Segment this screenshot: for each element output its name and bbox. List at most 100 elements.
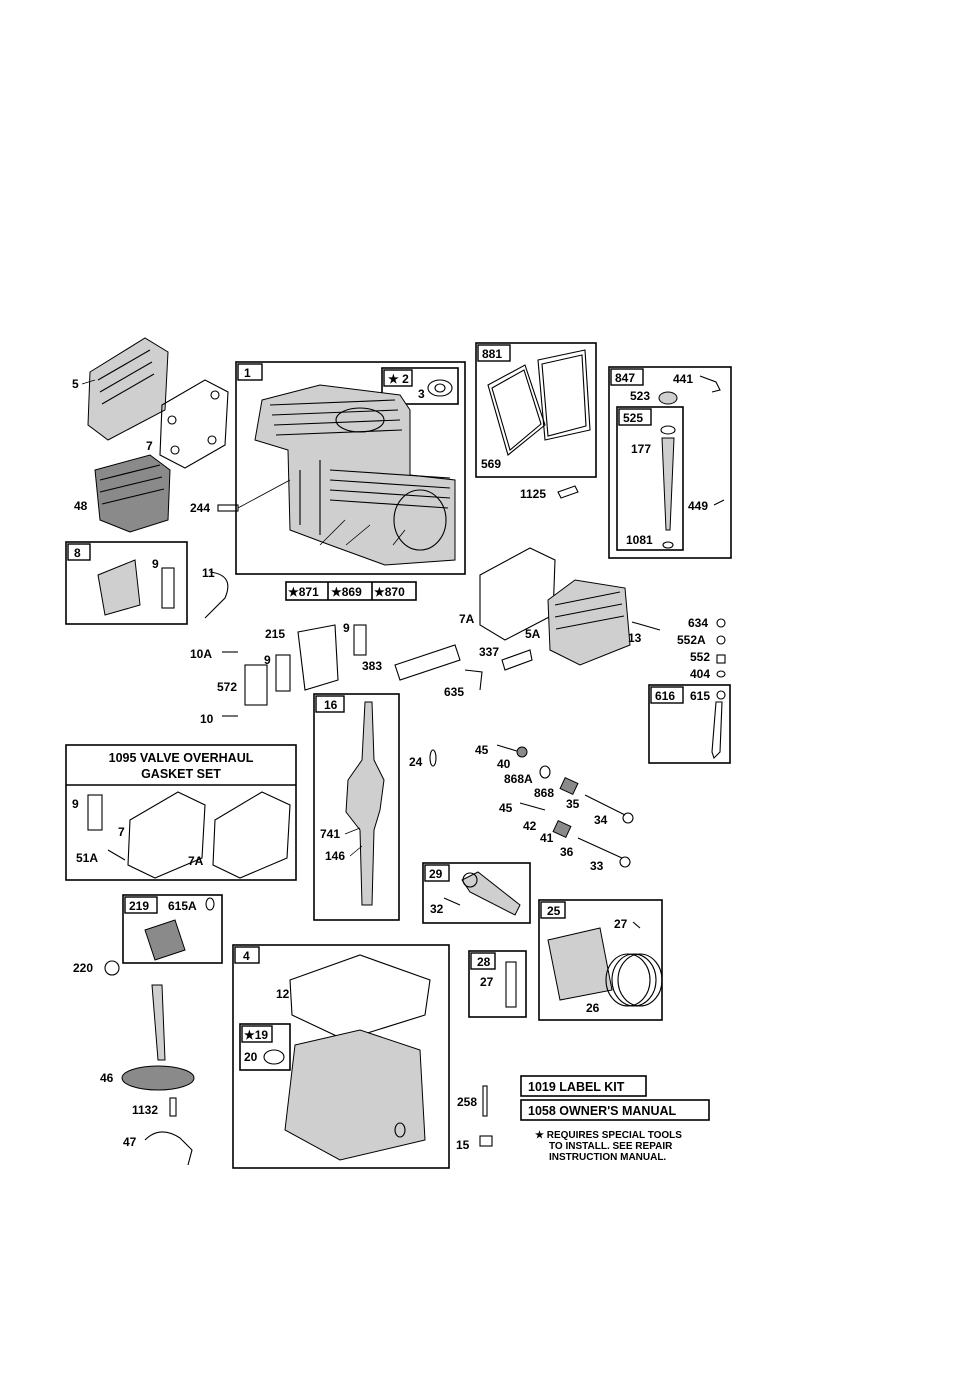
part-36-label: 36 [560,845,574,859]
part-45b-label: 45 [499,801,513,815]
spark-plug-parts: 634 552A 552 404 [677,616,726,681]
stud-258-icon: 258 15 [456,1085,493,1152]
sump-gasket-icon [289,954,431,1041]
part-27b-label: 27 [480,975,494,989]
part-13-label: 13 [628,631,642,645]
box-4-label: 4 [243,949,250,963]
sump-icon [284,1029,426,1161]
owners-manual-text: 1058 OWNER'S MANUAL [528,1104,676,1118]
owners-manual-box: 1058 OWNER'S MANUAL [520,1099,710,1121]
footnote-line-3: INSTRUCTION MANUAL. [549,1152,666,1163]
box-881-label: 881 [482,347,502,361]
governor-gear-icon [144,919,186,961]
part-12-label: 12 [276,987,290,1001]
screw-1125-icon: 1125 [520,485,579,501]
governor-box-219: 219 615A [122,894,223,964]
part-441-label: 441 [673,372,693,386]
connecting-rod-box-29: 29 32 [422,862,531,924]
pin-box-28: 28 27 [468,950,527,1018]
special-tools-footnote: ★ REQUIRES SPECIAL TOOLS TO INSTALL. SEE… [535,1130,682,1163]
part-26-label: 26 [586,1001,600,1015]
part-40-label: 40 [497,757,511,771]
sump-box-4: 4 12 ★19 20 [232,944,450,1169]
part-9c-label: 9 [264,653,271,667]
crankshaft-box-16: 16 741 146 [313,693,400,921]
pushrod-icon [711,701,723,760]
part-146-label: 146 [325,849,345,863]
seal-icon [427,379,453,397]
part-634-label: 634 [688,616,708,630]
part-42-label: 42 [523,819,537,833]
footnote-line-1: ★ REQUIRES SPECIAL TOOLS [535,1130,682,1141]
part-32-label: 32 [430,902,444,916]
part-11-label: 11 [202,566,215,580]
cylinder-block-icon [254,384,456,566]
box-870-label: ★870 [374,585,405,599]
part-741-label: 741 [320,827,340,841]
part-20-label: 20 [244,1050,258,1064]
part-47-label: 47 [123,1135,137,1149]
part-523-label: 523 [630,389,650,403]
part-7a2-label: 7A [188,854,204,868]
part-244-label: 244 [190,501,210,515]
part-5-label: 5 [72,377,79,391]
valve-gasket-set-box: 1095 VALVE OVERHAUL GASKET SET 9 7 51A 7… [65,744,297,881]
part-35-label: 35 [566,797,580,811]
piston-box-25: 25 27 26 [538,899,663,1021]
dipstick-box-847: 847 441 523 525 177 1081 449 [608,366,732,559]
part-48-label: 48 [74,499,88,513]
part-1125-label: 1125 [520,487,546,501]
tube-383-icon: 383 [362,644,461,681]
box-29-label: 29 [429,867,443,881]
box-1-label: 1 [244,366,251,380]
connecting-rod-icon [461,871,521,916]
part-46-label: 46 [100,1071,114,1085]
box-2-label: ★ 2 [388,372,409,386]
part-337-label: 337 [479,645,499,659]
part-615-label: 615 [690,689,710,703]
part-7b-label: 7 [118,825,125,839]
label-kit-box: 1019 LABEL KIT [520,1075,647,1097]
screw-10a-icon: 10A [190,647,238,661]
dipstick-tube-icon [661,437,675,531]
part-33-label: 33 [590,859,604,873]
dowel-pin-icon: 244 [190,479,291,515]
star-part-boxes: ★871 ★869 ★870 [285,581,417,601]
head-bolt-icon: 13 [628,621,661,645]
part-552a-label: 552A [677,633,706,647]
valve-train-parts: 45 40 868A 868 35 34 45 42 41 36 33 [475,743,634,873]
head-gasket-7a-icon: 7A [459,547,556,641]
box-525-label: 525 [623,411,643,425]
gasket-icon [487,364,546,456]
box-869-label: ★869 [331,585,362,599]
part-3-label: 3 [418,387,425,401]
cylinder-assembly-box: 1 ★ 2 3 [235,361,466,575]
part-9d-label: 9 [72,797,79,811]
camshaft-icon: 46 1132 47 [100,984,195,1166]
piston-pin-icon [505,961,517,1008]
breather-icon [97,559,141,616]
part-615a-label: 615A [168,899,197,913]
box-25-label: 25 [547,904,561,918]
footnote-line-2: TO INSTALL. SEE REPAIR [549,1141,673,1152]
part-5a-label: 5A [525,627,541,641]
part-215-label: 215 [265,627,285,641]
part-572-label: 572 [217,680,237,694]
box-8-label: 8 [74,546,81,560]
box-219-label: 219 [129,899,149,913]
fitting-337-icon: 337 635 [444,645,533,699]
cylinder-head-5a-icon: 5A [525,579,631,666]
washer-220-icon: 220 [73,960,120,976]
breather-tube-icon: 11 [202,566,229,619]
piston-icon [547,927,613,1001]
part-24-icon: 24 [409,749,437,769]
part-27a-label: 27 [614,917,628,931]
part-24-label: 24 [409,755,423,769]
part-34-label: 34 [594,813,608,827]
part-868-label: 868 [534,786,554,800]
box-871-label: ★871 [288,585,319,599]
part-10a-label: 10A [190,647,212,661]
box-616: 616 615 [648,684,731,764]
part-404-label: 404 [690,667,710,681]
